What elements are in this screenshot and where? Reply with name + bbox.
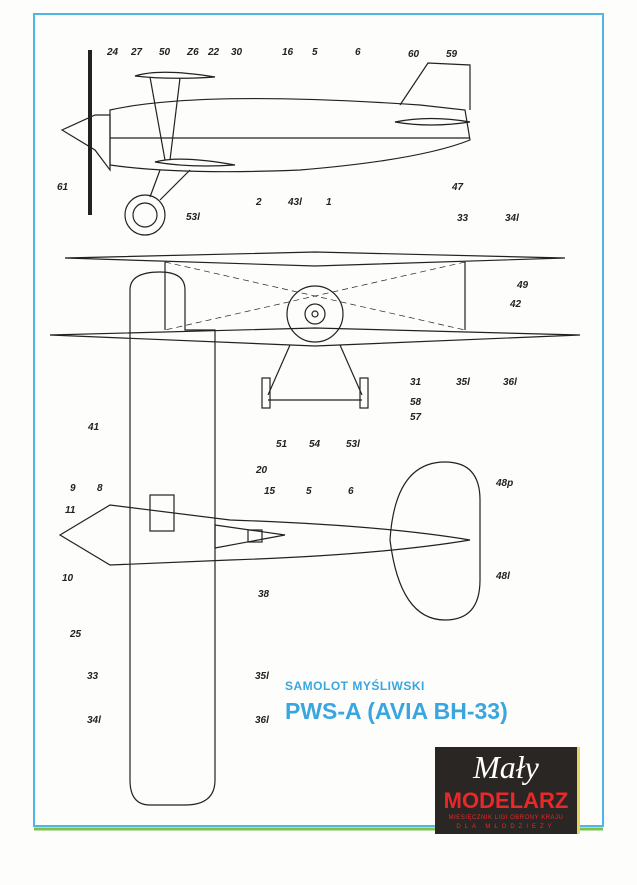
label: 15	[264, 486, 276, 497]
label: 43l	[287, 197, 302, 208]
maly-modelarz-logo: Mały MODELARZ MIESIĘCZNIK LIGI OBRONY KR…	[435, 747, 580, 834]
label: 5	[306, 486, 312, 497]
front-view	[49, 251, 581, 409]
label: 8	[97, 483, 103, 494]
label: 53l	[346, 439, 360, 450]
label: 58	[410, 397, 422, 408]
label: 34l	[87, 715, 101, 726]
label: 50	[159, 47, 171, 58]
logo-tagline: MIESIĘCZNIK LIGI OBRONY KRAJU	[448, 815, 564, 821]
drawing-title: PWS-A (AVIA BH-33)	[285, 698, 508, 724]
top-view	[58, 271, 481, 806]
label: 6	[348, 486, 354, 497]
label: 22	[207, 47, 220, 58]
label: 53l	[186, 212, 200, 223]
label: 31	[410, 377, 422, 388]
label: 20	[255, 465, 268, 476]
label: 47	[451, 182, 464, 193]
label: 57	[410, 412, 422, 423]
logo-name: MODELARZ	[443, 788, 569, 813]
logo-script: Mały	[473, 749, 539, 785]
sheet-frame	[33, 13, 604, 827]
label: 36l	[255, 715, 269, 726]
label: 54	[309, 439, 321, 450]
label: 16	[282, 47, 294, 58]
side-view	[60, 50, 471, 236]
drawing-subtitle: SAMOLOT MYŚLIWSKI	[285, 679, 425, 693]
label: 61	[57, 182, 69, 193]
label: 33	[87, 671, 99, 682]
label: 41	[87, 422, 100, 433]
part-labels: 24 27 50 Z6 22 30 16 5 6 60 59 61 53l 2 …	[57, 47, 529, 726]
label: 42	[509, 299, 522, 310]
label: 51	[276, 439, 288, 450]
logo-tagline-2: DLA MŁODZIEŻY	[456, 824, 556, 830]
label: 10	[62, 573, 74, 584]
label: 35l	[456, 377, 470, 388]
label: 49	[516, 280, 529, 291]
label: 59	[446, 49, 458, 60]
label: 30	[231, 47, 243, 58]
label: 1	[326, 197, 332, 208]
label: 6	[355, 47, 361, 58]
label: 24	[106, 47, 119, 58]
label: 5	[312, 47, 318, 58]
label: 38	[258, 589, 270, 600]
label: 48p	[495, 478, 513, 489]
label: 9	[70, 483, 76, 494]
label: 36l	[503, 377, 517, 388]
label: 2	[255, 197, 262, 208]
label: 33	[457, 213, 469, 224]
label: 34l	[505, 213, 519, 224]
label: 11	[65, 505, 76, 516]
label: 25	[69, 629, 82, 640]
label: 35l	[255, 671, 269, 682]
label: 27	[130, 47, 143, 58]
label: Z6	[186, 47, 199, 58]
label: 60	[408, 49, 420, 60]
label: 48l	[495, 571, 510, 582]
